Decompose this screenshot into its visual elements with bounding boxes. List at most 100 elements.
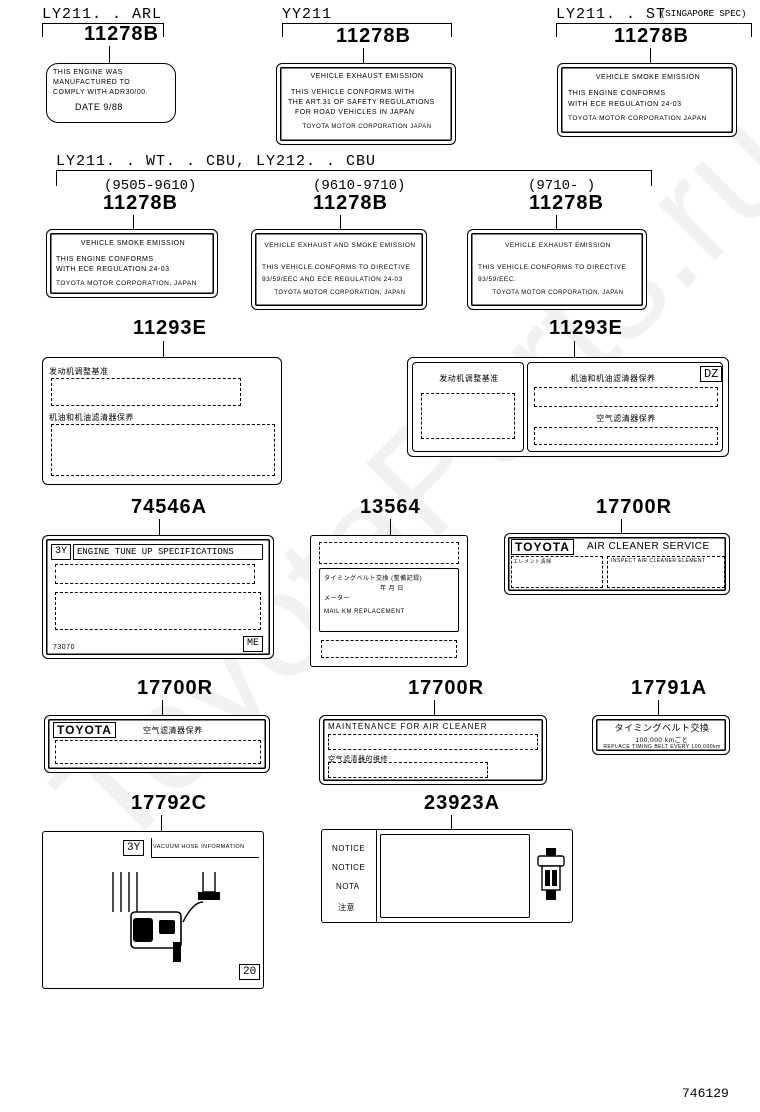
blank-field bbox=[328, 734, 538, 750]
date-range: (9710- ) bbox=[528, 178, 596, 194]
code-badge: DZ bbox=[700, 366, 723, 382]
blank-field bbox=[421, 393, 515, 439]
label-title: タイミングベルト交換 bbox=[614, 723, 710, 733]
header-tick bbox=[451, 23, 453, 37]
blank-field bbox=[51, 424, 275, 476]
date-range: (9505-9610) bbox=[104, 178, 197, 194]
header-tick bbox=[556, 23, 558, 37]
group-header: LY211. . WT. . CBU, LY212. . CBU bbox=[56, 153, 377, 170]
divider bbox=[151, 838, 152, 858]
part-number: 17792C bbox=[131, 792, 208, 814]
label-text: メーター bbox=[324, 596, 351, 602]
label-text: FOR ROAD VEHICLES IN JAPAN bbox=[295, 109, 415, 116]
left-panel: 发动机调整基准 bbox=[412, 362, 524, 452]
label-plate: VEHICLE EXHAUST AND SMOKE EMISSION THIS … bbox=[251, 229, 427, 310]
label-text: THIS ENGINE CONFORMS bbox=[56, 256, 154, 263]
part-number: 11293E bbox=[549, 317, 623, 339]
label-text: MANUFACTURED TO bbox=[53, 79, 131, 86]
corner-badge: ME bbox=[243, 636, 264, 652]
right-panel: 机油和机油滤清器保养 DZ 空气滤清器保养 bbox=[527, 362, 723, 452]
label-text: INSPECT AIR CLEANER ELEMENT bbox=[611, 558, 706, 564]
divider bbox=[376, 830, 377, 922]
label-text: REPLACE TIMING BELT EVERY 100,000km bbox=[603, 744, 721, 750]
part-number: 17700R bbox=[137, 677, 214, 699]
label-title: VACUUM HOSE INFORMATION bbox=[153, 844, 245, 850]
label-text: 注意 bbox=[338, 903, 355, 912]
blank-field bbox=[511, 556, 603, 588]
leader-line bbox=[363, 48, 364, 64]
label-plate: VEHICLE SMOKE EMISSION THIS ENGINE CONFO… bbox=[46, 229, 218, 298]
blank-field bbox=[55, 592, 261, 630]
label-plate: 3Y ENGINE TUNE UP SPECIFICATIONS 73070 M… bbox=[42, 535, 274, 659]
label-text: VEHICLE EXHAUST EMISSION bbox=[505, 242, 611, 249]
label-title: AIR CLEANER SERVICE bbox=[587, 541, 710, 552]
part-number: 23923A bbox=[424, 792, 501, 814]
label-text: THIS ENGINE CONFORMS bbox=[568, 90, 666, 97]
label-text: 年 月 日 bbox=[380, 586, 404, 592]
label-text: 93/59/EEC. bbox=[478, 276, 517, 283]
toyota-logo: TOYOTA bbox=[53, 722, 116, 738]
engine-badge: 3Y bbox=[51, 544, 72, 560]
group-header-note: (SINGAPORE SPEC) bbox=[660, 9, 747, 19]
label-plate: VEHICLE EXHAUST EMISSION THIS VEHICLE CO… bbox=[276, 63, 456, 145]
header-tick bbox=[163, 23, 165, 37]
part-number: 74546A bbox=[131, 496, 208, 518]
header-underline bbox=[42, 23, 164, 25]
leader-line bbox=[161, 815, 162, 832]
part-number: 11293E bbox=[133, 317, 207, 339]
label-plate: VEHICLE EXHAUST EMISSION THIS VEHICLE CO… bbox=[467, 229, 647, 310]
label-text: 空气滤清器的维修 bbox=[328, 756, 388, 763]
label-plate: TOYOTA 空气滤清器保养 bbox=[44, 715, 270, 773]
label-text: TOYOTA MOTOR CORPORATION, JAPAN bbox=[492, 290, 624, 296]
blank-field bbox=[380, 834, 530, 918]
label-text: THIS VEHICLE CONFORMS TO DIRECTIVE bbox=[262, 264, 411, 271]
label-text: エレメント清掃 bbox=[513, 559, 552, 565]
label-text: VEHICLE EXHAUST AND SMOKE EMISSION bbox=[264, 242, 416, 249]
label-text: DATE 9/88 bbox=[75, 102, 123, 112]
label-text: タイミングベルト交換 (整備記録) bbox=[324, 576, 423, 582]
label-plate: タイミングベルト交換 (整備記録) 年 月 日 メーター MAIL KM REP… bbox=[310, 535, 468, 667]
header-tick bbox=[282, 23, 284, 37]
leader-line bbox=[574, 341, 575, 358]
leader-line bbox=[340, 215, 341, 230]
label-plate: 发动机调整基准 机油和机油滤清器保养 bbox=[42, 357, 282, 485]
leader-line bbox=[163, 341, 164, 358]
label-text: VEHICLE SMOKE EMISSION bbox=[595, 74, 701, 81]
label-title: ENGINE TUNE UP SPECIFICATIONS bbox=[73, 544, 263, 560]
part-number: 11278B bbox=[614, 25, 689, 47]
header-underline bbox=[282, 23, 452, 25]
label-text: THE ART.31 OF SAFETY REGULATIONS bbox=[288, 99, 435, 106]
part-number: 11278B bbox=[103, 192, 178, 214]
label-text: 机油和机油滤清器保养 bbox=[570, 374, 656, 383]
date-range: (9610-9710) bbox=[313, 178, 406, 194]
label-plate: 3Y VACUUM HOSE INFORMATION 20 bbox=[42, 831, 264, 989]
leader-line bbox=[133, 215, 134, 230]
label-plate: VEHICLE SMOKE EMISSION THIS ENGINE CONFO… bbox=[557, 63, 737, 137]
blank-field bbox=[607, 556, 725, 588]
blank-field bbox=[55, 740, 261, 764]
leader-line bbox=[109, 46, 110, 64]
label-plate: THIS ENGINE WAS MANUFACTURED TO COMPLY W… bbox=[46, 63, 176, 123]
part-number: 13564 bbox=[360, 496, 421, 518]
header-tick bbox=[751, 23, 753, 37]
part-number: 17700R bbox=[596, 496, 673, 518]
part-number: 11278B bbox=[313, 192, 388, 214]
label-text: THIS VEHICLE CONFORMS WITH bbox=[291, 89, 415, 96]
leader-line bbox=[159, 519, 160, 536]
header-tick bbox=[651, 170, 653, 186]
label-plate: MAINTENANCE FOR AIR CLEANER 空气滤清器的维修 bbox=[319, 715, 547, 785]
label-text: THIS VEHICLE CONFORMS TO DIRECTIVE bbox=[478, 264, 627, 271]
label-text: COMPLY WITH ADR30/00. bbox=[53, 89, 149, 96]
header-tick bbox=[56, 170, 58, 186]
inner-panel: タイミングベルト交換 (整備記録) 年 月 日 メーター MAIL KM REP… bbox=[319, 568, 459, 632]
label-text: NOTA bbox=[336, 882, 360, 891]
label-plate: TOYOTA AIR CLEANER SERVICE エレメント清掃 INSPE… bbox=[504, 533, 730, 595]
label-text: 93/59/EEC AND ECE REGULATION 24-03 bbox=[262, 276, 403, 283]
leader-line bbox=[658, 700, 659, 716]
label-title: MAINTENANCE FOR AIR CLEANER bbox=[328, 722, 488, 731]
part-number: 17791A bbox=[631, 677, 708, 699]
label-text: 发动机调整基准 bbox=[49, 367, 109, 376]
blank-field bbox=[534, 427, 718, 445]
label-text: MAIL KM REPLACEMENT bbox=[324, 609, 405, 615]
label-text: 100,000 kmごと bbox=[635, 737, 689, 744]
